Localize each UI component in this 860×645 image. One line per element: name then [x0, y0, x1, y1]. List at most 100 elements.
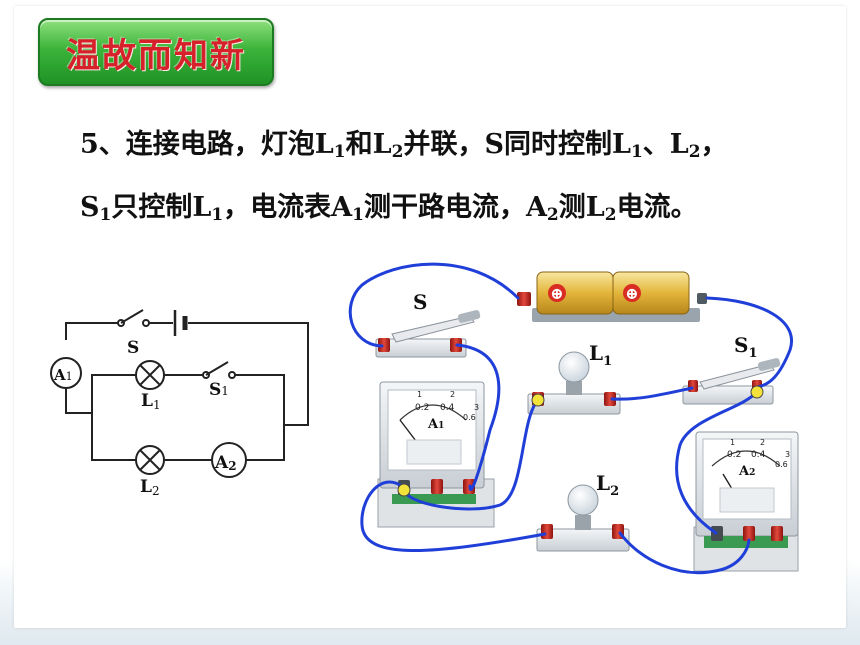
lamp-l1-bulb — [558, 351, 590, 383]
title-badge: 温故而知新 — [38, 18, 274, 86]
meter-a2-label: A2 — [738, 464, 755, 479]
junction-a1-neg — [397, 483, 411, 497]
schematic-label-s: S — [127, 338, 139, 358]
battery-plus-2-sign: ⊕ — [625, 284, 638, 303]
schematic-branch1-right — [235, 374, 285, 455]
wire-battery-to-switch-s — [348, 262, 520, 348]
meter-a2-window — [719, 487, 775, 513]
schematic-label-a2: A2 — [214, 453, 237, 473]
task-subscript: 1 — [99, 205, 112, 225]
switch-s1-base — [682, 385, 774, 405]
meter-a2-major-1: 1 — [730, 438, 735, 447]
battery-terminal-left — [517, 292, 531, 306]
wire-l2-to-a2 — [618, 531, 751, 575]
task-subscript: 2 — [604, 205, 617, 225]
schematic-label-s1: S1 — [209, 380, 229, 400]
task-text: 只控制L — [111, 192, 212, 223]
schematic-diagram — [50, 309, 309, 478]
task-text: ，电流表A — [223, 192, 353, 223]
battery-pack: ⊕ ⊕ — [517, 271, 707, 322]
task-text: 和L — [345, 129, 392, 160]
task-subscript: 2 — [546, 205, 559, 225]
schematic-lamp-l2-cross — [139, 449, 161, 471]
schematic-label-l1: L1 — [141, 391, 161, 412]
meter-a1-strip — [392, 494, 476, 504]
lamp-l2-bulb — [567, 484, 599, 516]
meter-a1-major-3: 3 — [474, 403, 479, 412]
meter-a2-terminal-mid — [743, 526, 755, 541]
schematic-branch2-left — [91, 413, 136, 461]
battery-terminal-right — [697, 293, 707, 304]
meter-a1-scale-arc — [399, 404, 467, 421]
junction-s1-right — [750, 385, 764, 399]
schematic-branch1-left — [91, 374, 136, 413]
meter-a2-tick-0-6: 0.6 — [775, 460, 788, 469]
task-text: 测L — [558, 192, 605, 223]
schematic-branch2-right — [246, 455, 285, 461]
meter-a1-major-1: 1 — [417, 390, 422, 399]
junction-l1-left — [531, 393, 545, 407]
task-text: S — [80, 192, 100, 223]
meter-a1-terminal-mid — [431, 479, 443, 494]
switch-s1-terminal-left — [688, 380, 698, 392]
meter-a1-major-2: 2 — [450, 390, 455, 399]
wire-s1-to-a2 — [675, 390, 759, 535]
task-text: 5、连接电路，灯泡L — [80, 129, 334, 160]
meter-a2-strip — [704, 536, 788, 548]
battery-plus-1 — [548, 284, 566, 302]
physical-lamp-l2 — [536, 484, 630, 552]
meter-a2-major-3: 3 — [785, 450, 790, 459]
lamp-l2-socket — [575, 515, 591, 530]
schematic-ammeter-a1 — [50, 357, 82, 389]
schematic-lamp-l1-cross — [139, 364, 161, 386]
physical-meter-a1 — [377, 381, 495, 528]
physical-switch-s1 — [682, 358, 781, 405]
schematic-label-a1: A1 — [53, 366, 73, 384]
battery-cell-2 — [612, 271, 690, 315]
physical-wires — [348, 262, 793, 575]
lamp-l2-terminal-left — [541, 524, 553, 539]
switch-s1-handle — [757, 358, 781, 371]
task-subscript: 1 — [333, 142, 346, 162]
meter-a1-window — [406, 439, 462, 465]
battery-plus-1-sign: ⊕ — [550, 284, 563, 303]
lamp-l1-terminal-right — [604, 392, 616, 406]
switch-s-terminal-left — [378, 338, 390, 352]
task-text: 并联，S同时控制L — [403, 129, 631, 160]
meter-a2-scale-arc — [711, 450, 781, 467]
meter-a1-label: A1 — [427, 417, 444, 432]
wire-battery-to-switch-s1 — [705, 296, 793, 389]
physical-label-s1: S1 — [734, 333, 758, 361]
wire-a1-to-l1 — [401, 398, 540, 511]
task-subscript: 2 — [391, 142, 404, 162]
task-subscript: 2 — [688, 142, 701, 162]
switch-s-handle — [457, 310, 481, 323]
switch-s-base — [375, 338, 467, 358]
meter-a2-major-2: 2 — [760, 438, 765, 447]
physical-label-l1: L1 — [589, 341, 612, 369]
slide-title: 温故而知新 — [66, 35, 246, 76]
task-line-2: S1只控制L1，电流表A1测干路电流，A2测L2电流。 — [80, 190, 850, 225]
switch-s1-blade — [699, 363, 775, 390]
schematic-switch-s-blade — [120, 309, 144, 324]
switch-s-blade — [391, 315, 475, 343]
meter-a2-tick-0-4: 0.4 — [751, 450, 766, 460]
meter-a1-tick-0-6: 0.6 — [463, 413, 476, 422]
task-subscript: 1 — [211, 205, 224, 225]
schematic-switch-s1-contact — [228, 371, 236, 379]
meter-a2-tick-0-2: 0.2 — [727, 450, 741, 460]
physical-label-l2: L2 — [596, 471, 619, 499]
physical-switch-s — [375, 310, 481, 358]
schematic-label-l2: L2 — [140, 477, 160, 498]
task-text: 、L — [642, 129, 689, 160]
physical-meter-a2 — [693, 431, 799, 572]
task-text: 测干路电流，A — [363, 192, 547, 223]
task-line-1: 5、连接电路，灯泡L1和L2并联，S同时控制L1、L2， — [80, 127, 850, 162]
wire-switch-s-to-a1 — [455, 343, 501, 491]
physical-lamp-l1 — [527, 351, 621, 415]
lamp-l1-socket — [566, 381, 582, 395]
schematic-wire-left — [65, 388, 92, 414]
schematic-switch-s-contact — [142, 319, 150, 327]
task-subscript: 1 — [352, 205, 364, 225]
